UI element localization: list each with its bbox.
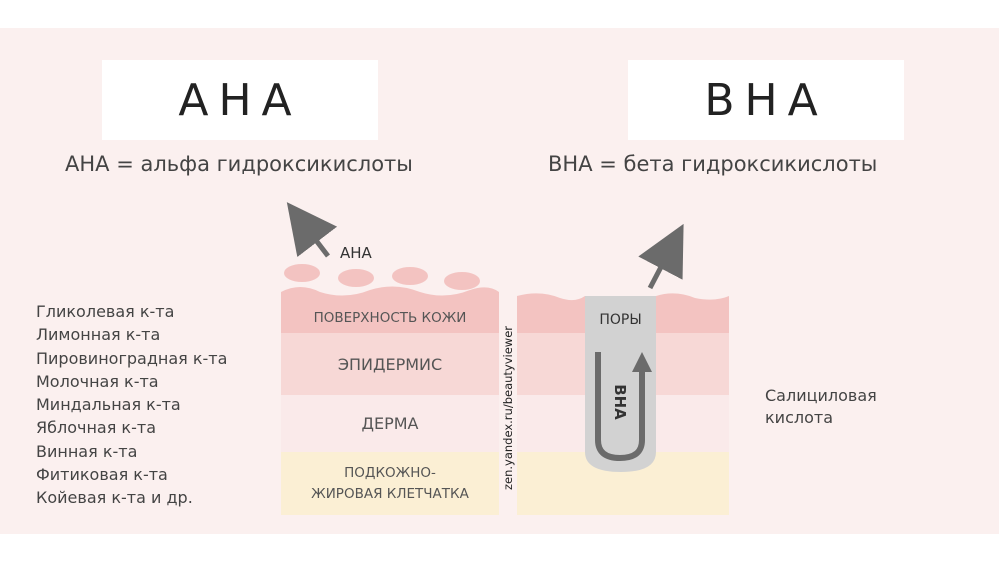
list-item: Винная к-та: [36, 441, 138, 461]
bha-definition: ВНА = бета гидроксикислоты: [548, 152, 878, 176]
skin-surface-left: [281, 286, 499, 333]
skin-surface-right: [517, 293, 729, 333]
aha-definition: АНА = альфа гидроксикислоты: [65, 152, 413, 176]
dermis-layer-left: [281, 395, 499, 452]
bha-title: ВНА: [704, 74, 828, 126]
bha-u-arrowhead: [632, 352, 652, 372]
pore: [585, 296, 656, 472]
watermark: zen.yandex.ru/beautyviewer: [499, 300, 517, 515]
layer-epidermis-label: ЭПИДЕРМИС: [337, 355, 443, 374]
list-item: Гликолевая к-та: [36, 302, 175, 321]
list-item: Молочная к-та: [36, 371, 159, 391]
layer-dermis-label: ДЕРМА: [361, 414, 419, 433]
aha-arrow-label: АНА: [340, 244, 372, 262]
pore-label: ПОРЫ: [599, 312, 642, 328]
list-item: Миндальная к-та: [36, 395, 181, 415]
bha-arrow-label: ВНА: [600, 372, 640, 432]
list-item: Фитиковая к-та: [36, 465, 168, 485]
aha-title: АНА: [178, 74, 302, 126]
layer-subcutaneous-label-1: ПОДКОЖНО-: [344, 465, 436, 481]
list-item: Койевая к-та и др.: [36, 488, 193, 508]
bha-u-arrow: [595, 352, 645, 462]
subcutaneous-layer-left: [281, 452, 499, 515]
aha-arrow: [286, 202, 338, 258]
exfoliated-cell: [338, 269, 374, 287]
layer-surface-label: ПОВЕРХНОСТЬ КОЖИ: [313, 310, 467, 326]
list-item: Яблочная к-та: [36, 418, 156, 438]
exfoliated-cell: [284, 264, 320, 282]
list-item: Пировиноградная к-та: [36, 348, 228, 368]
list-item: Лимонная к-та: [36, 325, 161, 345]
watermark-text: zen.yandex.ru/beautyviewer: [501, 325, 516, 490]
aha-title-box: АНА: [102, 60, 378, 140]
bha-title-box: ВНА: [628, 60, 904, 140]
bha-acid-name-text: Салициловая кислота: [765, 386, 877, 427]
epidermis-layer-left: [281, 333, 499, 395]
bha-arrow-label-text: ВНА: [610, 384, 629, 420]
bha-arrow: [638, 223, 684, 290]
aha-acid-list: Гликолевая к-та Лимонная к-та Пировиногр…: [36, 300, 227, 510]
layer-subcutaneous-label-2: ЖИРОВАЯ КЛЕТЧАТКА: [311, 486, 469, 502]
bha-acid-name: Салициловая кислота: [765, 385, 915, 429]
exfoliated-cell: [392, 267, 428, 285]
exfoliated-cell: [444, 272, 480, 290]
